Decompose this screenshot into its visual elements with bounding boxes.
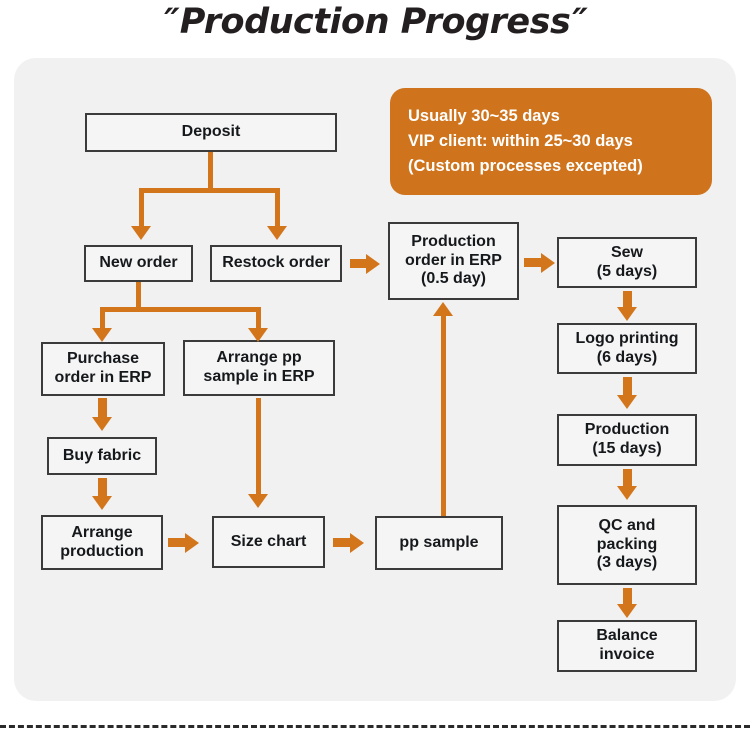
node-balance-invoice[interactable]: Balance invoice — [557, 620, 697, 672]
title-quote-open: ″ — [164, 2, 180, 42]
arrowhead-deposit-to-restock-order — [267, 226, 287, 240]
node-size-chart[interactable]: Size chart — [212, 516, 325, 568]
arrowhead-logo-printing-to-production — [617, 395, 637, 409]
connector-restock-to-production-order — [350, 259, 368, 268]
connector-pp-sample-to-production-order — [441, 315, 446, 516]
connector-arrange-pp-to-size-chart — [256, 398, 261, 496]
arrowhead-buy-fabric-to-arrange-production — [92, 496, 112, 510]
arrowhead-purchase-to-buy-fabric — [92, 417, 112, 431]
connector-arrange-production-to-size-chart — [168, 538, 186, 547]
arrowhead-pp-sample-to-production-order — [433, 302, 453, 316]
connector-purchase-to-buy-fabric — [98, 398, 107, 419]
node-arrange-production[interactable]: Arrange production — [41, 515, 163, 570]
node-logo-printing[interactable]: Logo printing (6 days) — [557, 323, 697, 374]
callout-line-1: Usually 30~35 days — [408, 107, 560, 126]
callout-line-3: (Custom processes excepted) — [408, 156, 643, 175]
arrowhead-deposit-to-new-order — [131, 226, 151, 240]
node-restock-order[interactable]: Restock order — [210, 245, 342, 282]
callout-line-2: VIP client: within 25~30 days — [408, 132, 633, 151]
connector-deposit-to-restock-order — [275, 188, 280, 226]
connector-sew-to-logo-printing — [623, 291, 632, 309]
connector-size-chart-to-pp-sample — [333, 538, 351, 547]
arrowhead-sew-to-logo-printing — [617, 307, 637, 321]
arrowhead-size-chart-to-pp-sample — [350, 533, 364, 553]
footer-divider — [0, 725, 750, 728]
connector-deposit-stem — [208, 152, 213, 190]
lead-time-callout: Usually 30~35 days VIP client: within 25… — [390, 88, 712, 195]
connector-new-order-to-purchase — [100, 307, 105, 329]
connector-production-to-qc — [623, 469, 632, 487]
arrowhead-qc-to-balance-invoice — [617, 604, 637, 618]
arrowhead-arrange-production-to-size-chart — [185, 533, 199, 553]
node-new-order[interactable]: New order — [84, 245, 193, 282]
arrowhead-restock-to-production-order — [366, 254, 380, 274]
node-arrange-pp-sample-erp[interactable]: Arrange pp sample in ERP — [183, 340, 335, 396]
title-quote-close: ″ — [572, 2, 588, 42]
page-title: ″Production Progress″ — [0, 2, 750, 42]
connector-qc-to-balance-invoice — [623, 588, 632, 606]
node-buy-fabric[interactable]: Buy fabric — [47, 437, 157, 475]
connector-new-order-bar — [100, 307, 260, 312]
arrowhead-production-to-qc — [617, 486, 637, 500]
node-deposit[interactable]: Deposit — [85, 113, 337, 152]
arrowhead-new-order-to-purchase — [92, 328, 112, 342]
arrowhead-arrange-pp-to-size-chart — [248, 494, 268, 508]
node-purchase-order-erp[interactable]: Purchase order in ERP — [41, 342, 165, 396]
connector-new-order-to-arrange-pp — [256, 307, 261, 329]
node-production-order-erp[interactable]: Production order in ERP (0.5 day) — [388, 222, 519, 300]
connector-buy-fabric-to-arrange-production — [98, 478, 107, 498]
connector-deposit-to-new-order — [139, 188, 144, 226]
node-production[interactable]: Production (15 days) — [557, 414, 697, 466]
arrowhead-new-order-to-arrange-pp — [248, 328, 268, 342]
connector-production-order-to-sew — [524, 258, 542, 267]
node-qc-and-packing[interactable]: QC and packing (3 days) — [557, 505, 697, 585]
title-text: Production Progress — [179, 2, 571, 42]
connector-deposit-bar — [139, 188, 280, 193]
arrowhead-production-order-to-sew — [541, 253, 555, 273]
connector-new-order-stem — [136, 282, 141, 310]
connector-logo-printing-to-production — [623, 377, 632, 395]
node-sew[interactable]: Sew (5 days) — [557, 237, 697, 288]
node-pp-sample[interactable]: pp sample — [375, 516, 503, 570]
